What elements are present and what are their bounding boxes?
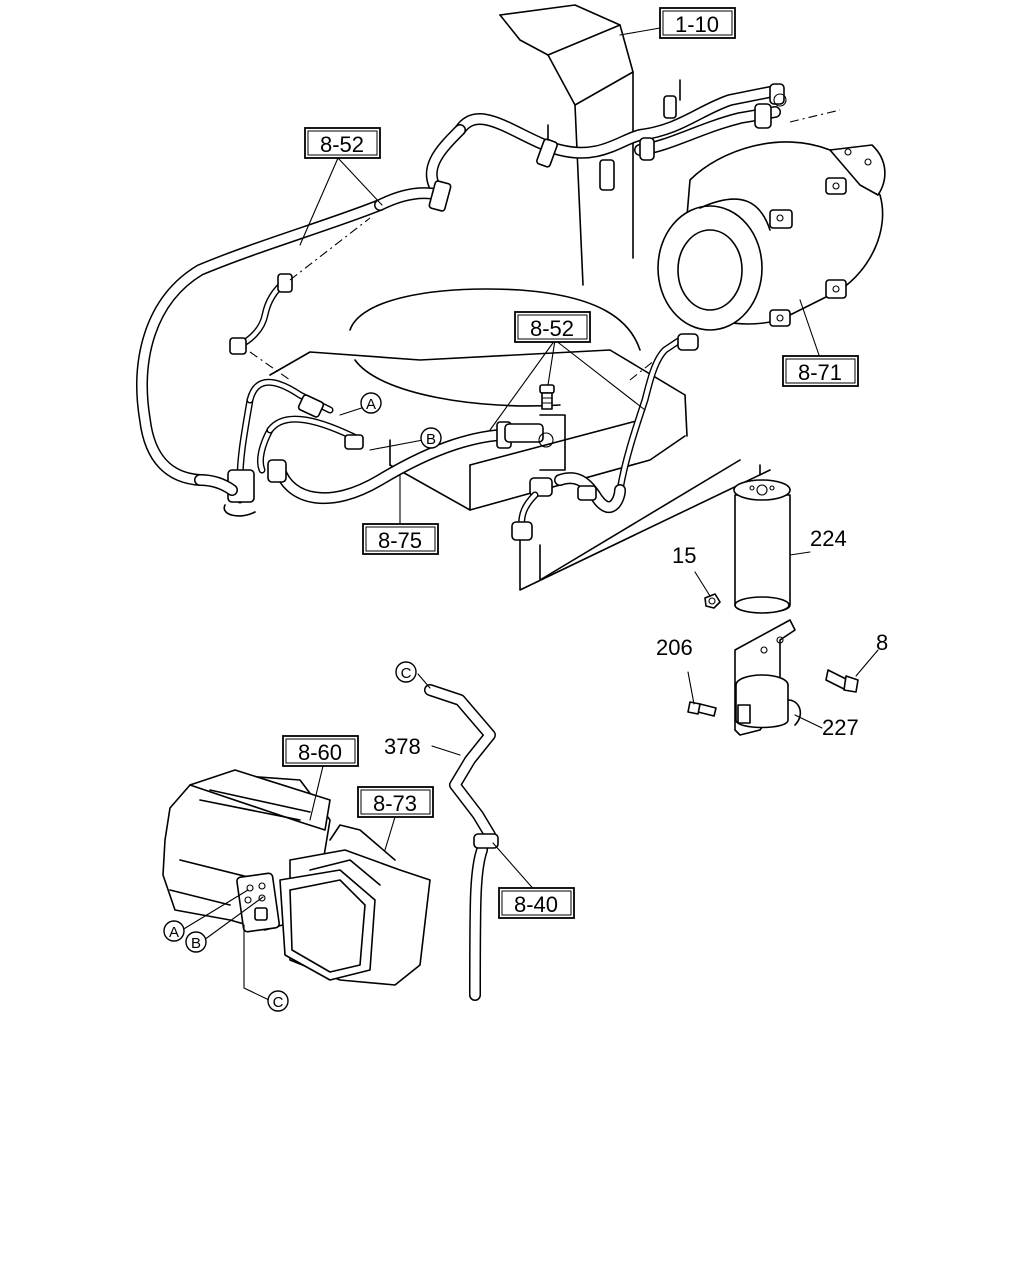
ref-box-1-10: 1-10 bbox=[659, 7, 736, 39]
ref-box-8-52-top: 8-52 bbox=[304, 127, 381, 159]
nut-15 bbox=[704, 593, 721, 609]
receiver-drier bbox=[519, 459, 791, 614]
bolt-8 bbox=[825, 669, 859, 693]
marker-b-top: B bbox=[420, 427, 442, 449]
marker-c-top: C bbox=[395, 661, 417, 683]
bracket-227 bbox=[734, 619, 802, 736]
drain-hose bbox=[424, 684, 499, 1001]
ref-8-52-top-label: 8-52 bbox=[320, 132, 364, 157]
ref-box-8-71: 8-71 bbox=[782, 355, 859, 387]
heater-unit bbox=[162, 769, 431, 986]
marker-b-bottom: B bbox=[185, 931, 207, 953]
svg-text:B: B bbox=[426, 431, 436, 448]
ref-box-8-75: 8-75 bbox=[362, 523, 439, 555]
svg-text:B: B bbox=[191, 935, 201, 952]
ref-8-52-mid-label: 8-52 bbox=[530, 316, 574, 341]
marker-a-top: A bbox=[360, 392, 382, 414]
svg-text:C: C bbox=[401, 665, 412, 682]
part-227-label: 227 bbox=[822, 715, 859, 740]
liquid-pipe-left bbox=[194, 217, 371, 517]
marker-a-bottom: A bbox=[163, 920, 185, 942]
svg-text:A: A bbox=[169, 924, 179, 941]
ref-8-60-label: 8-60 bbox=[298, 740, 342, 765]
part-378-label: 378 bbox=[384, 734, 421, 759]
ref-8-75-label: 8-75 bbox=[378, 528, 422, 553]
part-8-label: 8 bbox=[876, 630, 888, 655]
ref-box-8-52-mid: 8-52 bbox=[514, 311, 591, 343]
ref-1-10-label: 1-10 bbox=[675, 12, 719, 37]
svg-text:C: C bbox=[273, 994, 284, 1011]
evaporator-unit bbox=[269, 288, 688, 511]
ref-box-8-73: 8-73 bbox=[357, 786, 434, 818]
ref-box-8-60: 8-60 bbox=[282, 735, 359, 767]
ref-8-71-label: 8-71 bbox=[798, 360, 842, 385]
ref-8-73-label: 8-73 bbox=[373, 791, 417, 816]
leader-lines bbox=[181, 27, 879, 1001]
ref-8-40-label: 8-40 bbox=[514, 892, 558, 917]
marker-c-bottom: C bbox=[267, 990, 289, 1012]
suction-hose bbox=[136, 79, 841, 486]
part-206-label: 206 bbox=[656, 635, 693, 660]
part-224-label: 224 bbox=[810, 526, 847, 551]
bolt-mid bbox=[539, 384, 555, 410]
ref-box-8-40: 8-40 bbox=[498, 887, 575, 919]
compressor bbox=[657, 141, 886, 331]
bolt-206 bbox=[687, 701, 717, 717]
part-15-label: 15 bbox=[672, 543, 696, 568]
svg-text:A: A bbox=[366, 396, 376, 413]
receiver-pipes bbox=[511, 333, 699, 541]
discharge-pipe bbox=[267, 414, 566, 505]
